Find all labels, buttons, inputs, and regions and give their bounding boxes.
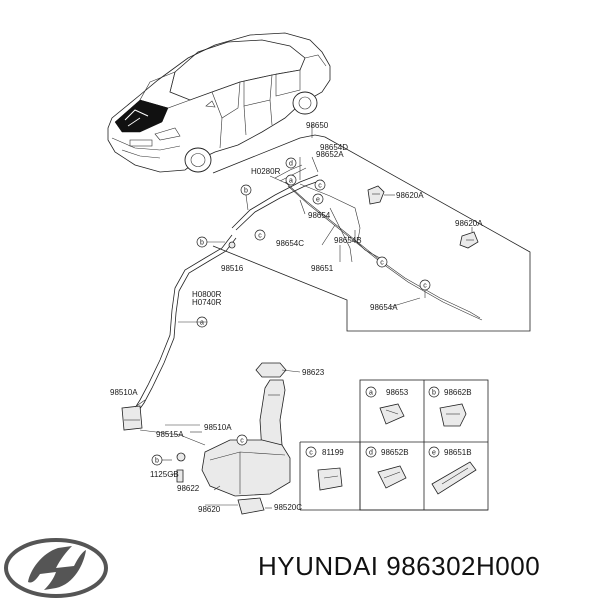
label-98620A-1: 98620A — [396, 191, 424, 200]
label-98652A: 98652A — [316, 150, 344, 159]
parts-legend: a 98653 b 98662B c 81199 d 98652B e 9865… — [299, 379, 489, 511]
reservoir-leaders — [134, 399, 272, 509]
svg-text:a: a — [200, 320, 204, 327]
callout-leaders — [269, 156, 473, 308]
legend-part-d-clip — [377, 465, 407, 489]
upper-hose-panel — [212, 124, 531, 332]
label-H0800R: H0800R — [192, 290, 222, 299]
washer-nozzle-98620A-2 — [459, 231, 479, 249]
legend-part-e-clip — [431, 461, 477, 495]
svg-text:d: d — [289, 161, 293, 168]
label-98516: 98516 — [221, 264, 244, 273]
legend-code-a: 98653 — [386, 388, 409, 397]
label-H0740R: H0740R — [192, 298, 222, 307]
label-98515A: 98515A — [156, 430, 184, 439]
svg-text:e: e — [316, 197, 320, 204]
diagram-letter-c-1: c — [314, 179, 326, 191]
part-caption: HYUNDAI 986302H000 — [258, 551, 541, 581]
leader-b1 — [245, 194, 249, 211]
label-98654D: 98654D — [320, 143, 348, 152]
diagram-letter-c-3: c — [376, 256, 388, 268]
label-98623: 98623 — [302, 368, 325, 377]
label-98654B: 98654B — [334, 236, 362, 245]
svg-text:b: b — [200, 240, 204, 247]
legend-code-e: 98651B — [444, 448, 472, 457]
washer-nozzle-98620A-1 — [367, 185, 385, 205]
legend-part-c-clip — [317, 467, 343, 491]
label-98510A-2: 98510A — [204, 423, 232, 432]
legend-code-b: 98662B — [444, 388, 472, 397]
label-98654: 98654 — [308, 211, 331, 220]
diagram-letter-c-5: c — [236, 434, 248, 446]
diagram-letter-d-1: d — [285, 157, 297, 169]
svg-text:c: c — [309, 450, 313, 457]
label-98510A-1: 98510A — [110, 388, 138, 397]
legend-letter-c: c — [305, 446, 317, 458]
part-number-labels: 98650 98652A 98654D H0280R 98620A 98620A… — [110, 121, 483, 514]
label-98650: 98650 — [306, 121, 329, 130]
legend-letter-a: a — [365, 386, 377, 398]
svg-text:b: b — [155, 458, 159, 465]
svg-text:c: c — [258, 233, 262, 240]
svg-text:c: c — [423, 283, 427, 290]
diagram-letter-c-4: c — [419, 279, 431, 291]
hyundai-logo — [4, 538, 108, 598]
label-H0280R: H0280R — [251, 167, 281, 176]
svg-text:c: c — [380, 260, 384, 267]
legend-letter-e: e — [428, 446, 440, 458]
legend-letter-d: d — [365, 446, 377, 458]
legend-code-d: 98652B — [381, 448, 409, 457]
label-98654A: 98654A — [370, 303, 398, 312]
label-98651: 98651 — [311, 264, 334, 273]
svg-text:d: d — [369, 450, 373, 457]
diagram-letter-e-1: e — [312, 193, 324, 205]
left-hose — [134, 234, 237, 411]
legend-part-b-clip — [439, 403, 467, 427]
svg-text:a: a — [289, 178, 293, 185]
label-98622: 98622 — [177, 484, 200, 493]
washer-reservoir — [121, 362, 301, 515]
svg-text:b: b — [432, 390, 436, 397]
label-98520C: 98520C — [274, 503, 302, 512]
svg-text:c: c — [240, 438, 244, 445]
svg-text:b: b — [244, 188, 248, 195]
diagram-letter-b-2: b — [196, 236, 208, 248]
label-1125GB: 1125GB — [150, 470, 179, 479]
label-98654C: 98654C — [276, 239, 304, 248]
label-98620: 98620 — [198, 505, 221, 514]
svg-text:e: e — [432, 450, 436, 457]
legend-code-c: 81199 — [322, 448, 344, 457]
legend-part-a-clip — [379, 403, 405, 425]
svg-text:c: c — [318, 183, 322, 190]
diagram-letter-c-2: c — [254, 229, 266, 241]
car-illustration — [107, 32, 331, 173]
label-98620A-2: 98620A — [455, 219, 483, 228]
diagram-letter-b-1: b — [240, 184, 252, 196]
legend-letter-b: b — [428, 386, 440, 398]
diagram-letter-a-1: a — [285, 174, 297, 186]
svg-text:a: a — [369, 390, 373, 397]
diagram-letter-b-3: b — [151, 454, 163, 466]
